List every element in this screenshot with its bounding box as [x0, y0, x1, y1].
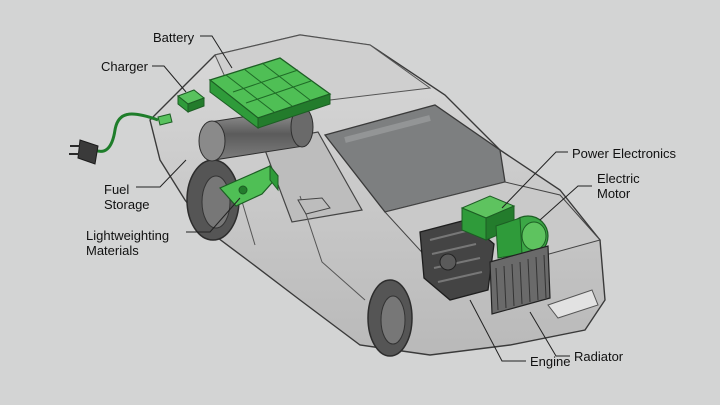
battery-pack [208, 57, 332, 129]
front-wheel [367, 279, 413, 357]
lightweighting-bracket [219, 164, 279, 207]
radiator-leader [529, 311, 570, 357]
radiator-label: Radiator [574, 349, 624, 364]
battery-leader [200, 35, 233, 69]
charging-cable [69, 112, 173, 165]
engine-leader [469, 299, 526, 362]
power-electronics-leader [501, 151, 568, 209]
charger-unit [177, 89, 205, 114]
fuel-storage-label: Fuel Storage [104, 182, 150, 212]
charger-label: Charger [101, 59, 148, 74]
engine-label: Engine [530, 354, 571, 369]
lightweighting-materials-label: Lightweighting Materials [86, 228, 170, 258]
rear-wheel [186, 159, 240, 241]
electric-motor-label: Electric Motor [597, 171, 640, 201]
electric-motor-leader [539, 185, 592, 221]
radiator-unit [489, 245, 551, 315]
battery-label: Battery [153, 30, 195, 45]
charger-leader [152, 65, 187, 93]
leader-lines [136, 35, 592, 362]
fuel-storage-leader [136, 159, 187, 188]
lightweighting-leader [186, 197, 241, 233]
electric-motor-unit [495, 215, 549, 259]
power-electronics-label: Power Electronics [572, 146, 677, 161]
